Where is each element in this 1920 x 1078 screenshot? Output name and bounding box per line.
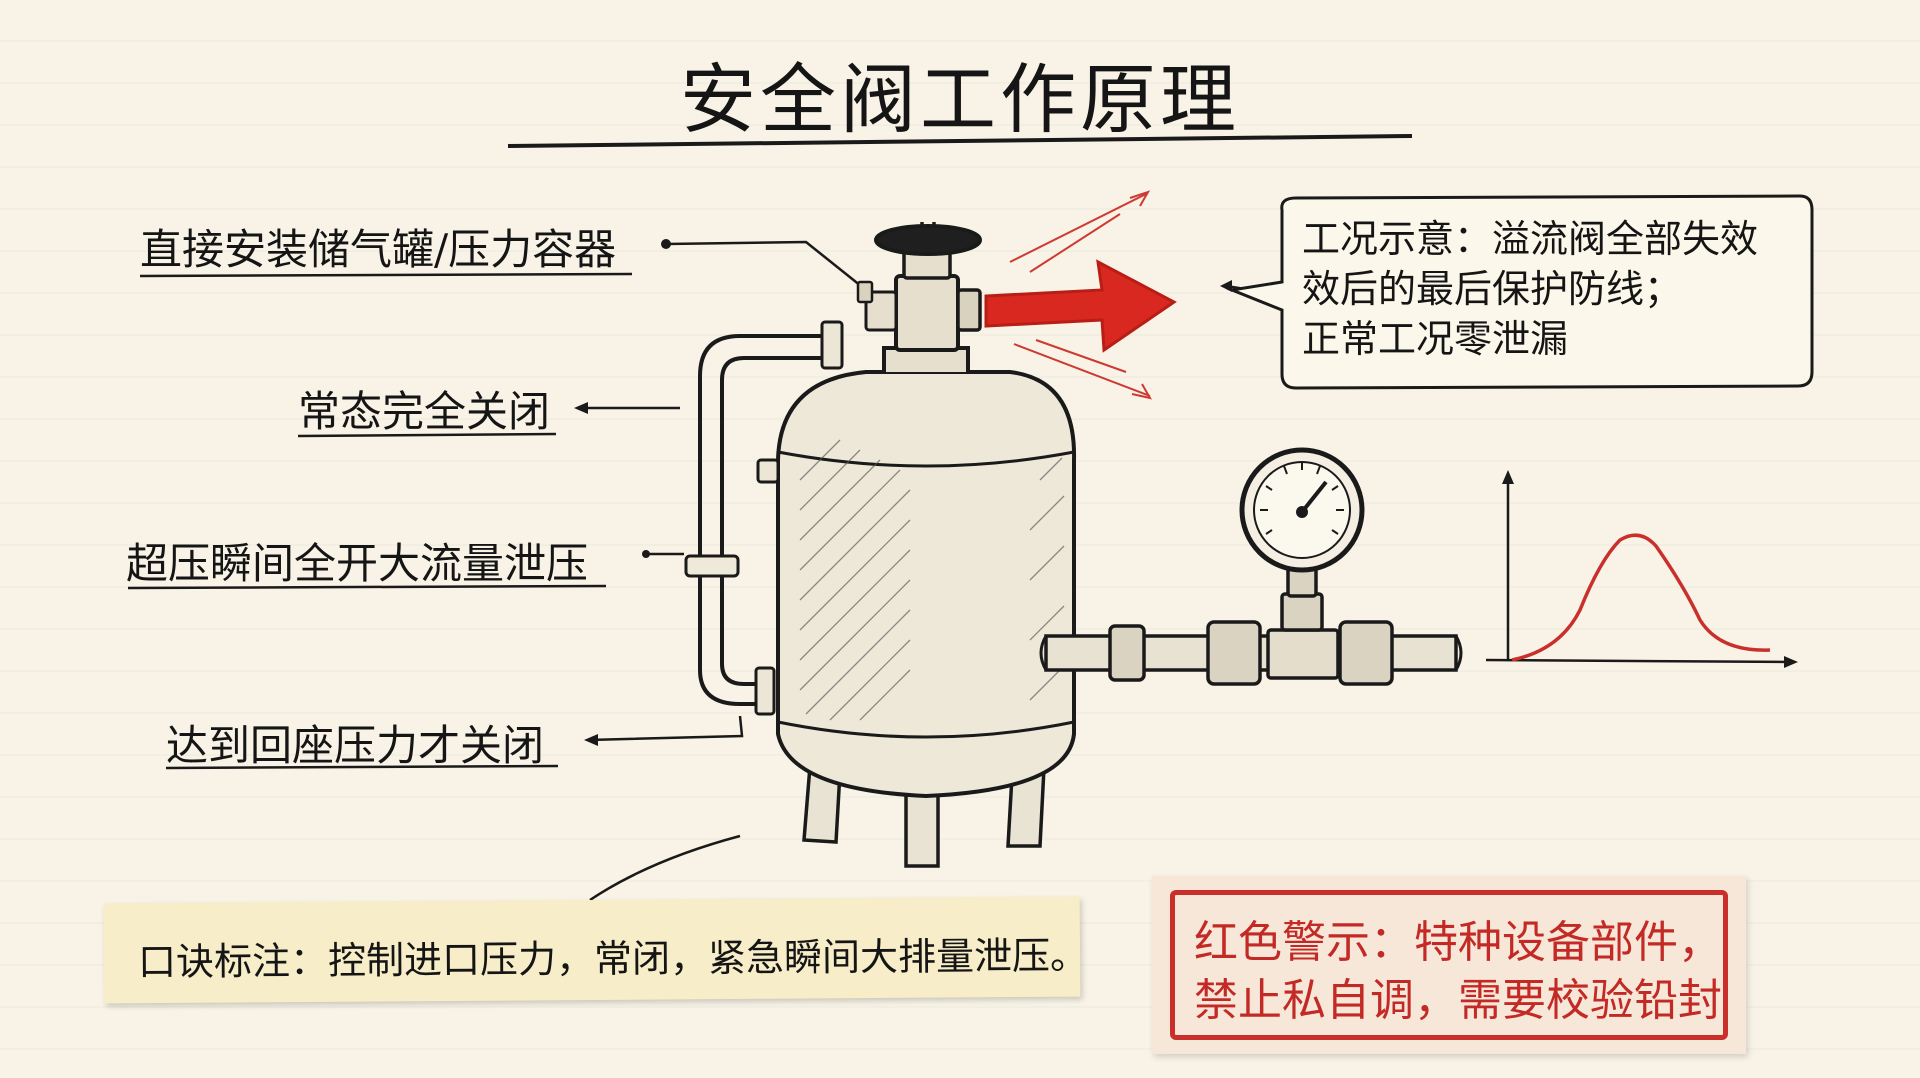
safety-valve-body — [894, 274, 960, 352]
leader-arrowhead-reseat — [584, 734, 598, 746]
leader-dot-overpressure — [642, 550, 650, 558]
label-normally-closed: 常态完全关闭 — [298, 387, 551, 436]
label-underline-overpressure — [127, 584, 607, 590]
label-overpressure: 超压瞬间全开大流量泄压 — [126, 539, 589, 588]
warning-line-2: 禁止私自调，需要校验铅封 — [1194, 975, 1722, 1026]
leader-note — [589, 834, 741, 902]
callout-text: 工况示意：溢流阀全部失效 效后的最后保护防线； 正常工况零泄漏 — [1302, 214, 1802, 364]
callout-line-3: 正常工况零泄漏 — [1302, 317, 1569, 361]
valve-outlet — [956, 288, 982, 332]
leader-arrowhead-closed — [574, 402, 588, 414]
warning-frame — [1170, 890, 1728, 1040]
label-reseat: 达到回座压力才关闭 — [166, 721, 545, 770]
callout-line-1: 工况示意：溢流阀全部失效 — [1302, 217, 1759, 261]
relief-arrow-icon — [984, 190, 1177, 400]
title-underline — [507, 134, 1413, 148]
label-underline-reseat — [165, 764, 559, 770]
leader-install — [665, 240, 867, 291]
valve-handwheel — [874, 224, 982, 256]
callout-bubble — [1226, 194, 1814, 390]
leader-dot-install — [661, 239, 671, 249]
page-title: 安全阀工作原理 — [680, 55, 1240, 144]
pressure-curve-icon — [1485, 470, 1798, 668]
warning-line-1: 红色警示：特种设备部件， — [1194, 917, 1722, 968]
label-underline-closed — [297, 432, 557, 438]
callout-line-2: 效后的最后保护防线； — [1302, 267, 1683, 311]
warning-stamp: 红色警示：特种设备部件， 禁止私自调，需要校验铅封 — [1152, 876, 1746, 1054]
mnemonic-note-text: 口诀标注：控制进口压力，常闭，紧急瞬间大排量泄压。 — [137, 933, 1089, 985]
pressure-gauge-icon — [1239, 447, 1365, 573]
leader-reseat — [587, 715, 744, 742]
warning-text: 红色警示：特种设备部件， 禁止私自调，需要校验铅封 — [1194, 914, 1722, 1030]
tank-body — [776, 370, 1077, 799]
mnemonic-note: 口诀标注：控制进口压力，常闭，紧急瞬间大排量泄压。 — [103, 896, 1088, 1004]
label-install: 直接安装储气罐/压力容器 — [140, 225, 617, 274]
label-underline-install — [139, 272, 633, 278]
